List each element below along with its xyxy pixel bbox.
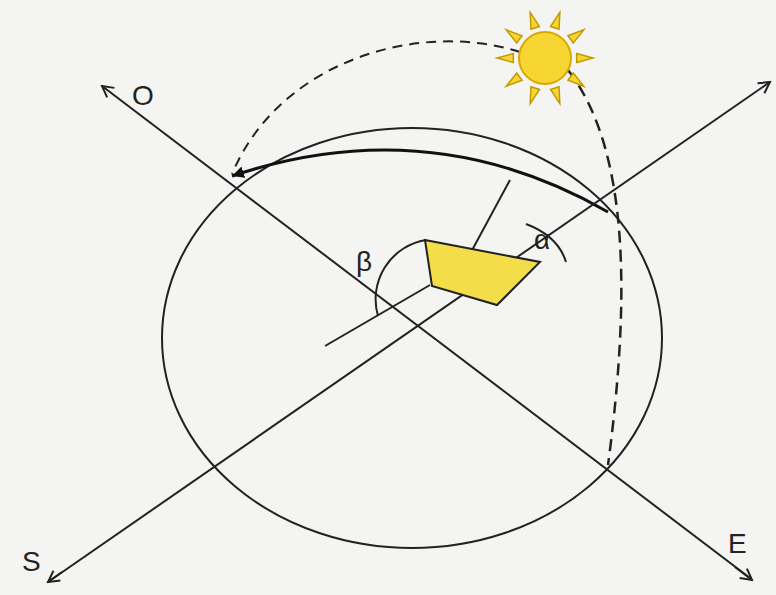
beta-label: β	[356, 248, 372, 276]
sun-ray	[568, 73, 584, 86]
sun-ray	[568, 30, 584, 43]
sun-ray	[530, 87, 539, 104]
sun-ray	[577, 54, 593, 63]
sun-ray	[551, 87, 560, 104]
sun-ray	[506, 73, 522, 86]
sun-ray	[530, 12, 539, 29]
sun-arc	[232, 150, 608, 212]
east-arrow	[735, 567, 752, 580]
projection-line	[470, 180, 510, 254]
sun-path-dashed	[232, 41, 520, 174]
west-axis	[102, 86, 750, 578]
horizon-ellipse	[162, 128, 662, 548]
sun-ray	[497, 54, 513, 63]
alpha-arc	[526, 224, 566, 262]
south-arrow	[48, 572, 62, 582]
sun-ray	[551, 12, 560, 29]
beta-arc	[376, 240, 426, 316]
sun	[497, 12, 593, 103]
north-axis	[48, 82, 770, 582]
solar-panel	[425, 240, 540, 305]
east-label: E	[728, 530, 747, 558]
south-label: S	[22, 548, 41, 576]
sun-ray	[506, 30, 522, 43]
alpha-label: α	[534, 226, 550, 254]
west-label: O	[132, 82, 154, 110]
sun-path-dashed	[568, 70, 621, 465]
